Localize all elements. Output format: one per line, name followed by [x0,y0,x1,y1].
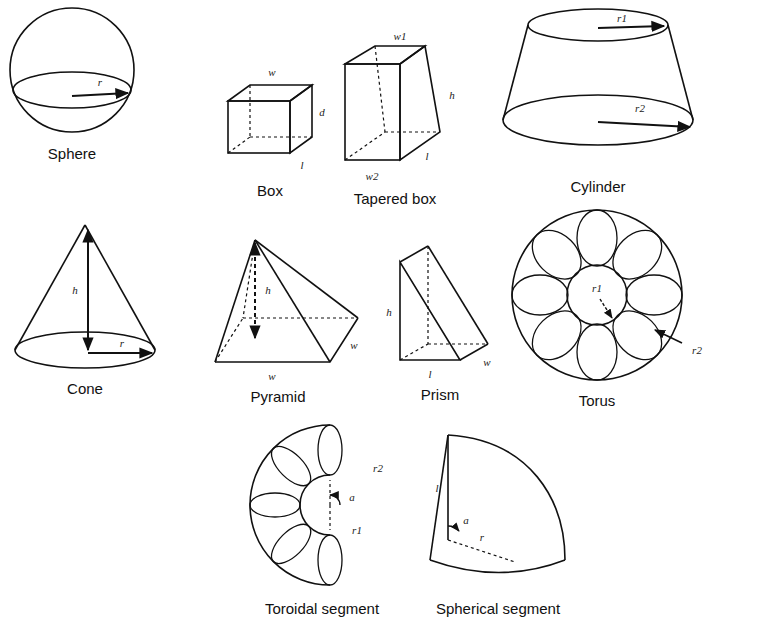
dimension-label: w1 [394,31,407,42]
dimension-label: h [449,90,455,101]
cylinder-figure [503,9,693,145]
dimension-label: l [300,160,303,171]
shape-name: Box [257,183,283,198]
dimension-label: r1 [617,13,627,24]
dimension-label: l [435,483,438,494]
dimension-label: r2 [635,103,645,114]
dimension-label: l [428,369,431,380]
dimension-label: w [268,371,275,382]
sphere-figure [10,8,134,132]
dimension-label: w [268,67,275,78]
dimension-label: r [98,77,102,88]
shape-name: Prism [421,387,459,402]
dimension-label: a [349,492,355,503]
cone-figure [15,225,155,368]
dimension-label: h [72,285,78,296]
dimension-label: a [463,515,469,526]
dimension-label: h [265,285,271,296]
dimension-label: r1 [352,525,362,536]
shape-name: Cone [67,381,103,396]
dimension-label: w [350,340,357,351]
pyramid-figure [215,240,358,362]
dimension-label: r2 [692,345,702,356]
shape-name: Toroidal segment [265,601,379,616]
spherical-segment-figure [430,435,565,573]
shape-name: Torus [579,393,616,408]
dimension-label: r1 [592,283,602,294]
dimension-label: w [483,357,490,368]
shape-name: Pyramid [250,389,305,404]
dimension-label: d [319,107,325,118]
torus-figure [512,210,682,380]
shape-name: Sphere [48,146,96,161]
tapered-box-figure [345,46,440,160]
prism-figure [400,246,488,360]
dimension-label: w2 [366,171,379,182]
box-figure [228,85,312,153]
shape-name: Cylinder [570,179,625,194]
shape-name: Tapered box [354,191,437,206]
dimension-label: r2 [373,463,383,474]
dimension-label: l [425,151,428,162]
toroidal-segment-figure [250,425,342,585]
dimension-label: r [480,532,484,543]
dimension-label: r [120,338,124,349]
shape-name: Spherical segment [436,601,560,616]
dimension-label: h [386,307,392,318]
